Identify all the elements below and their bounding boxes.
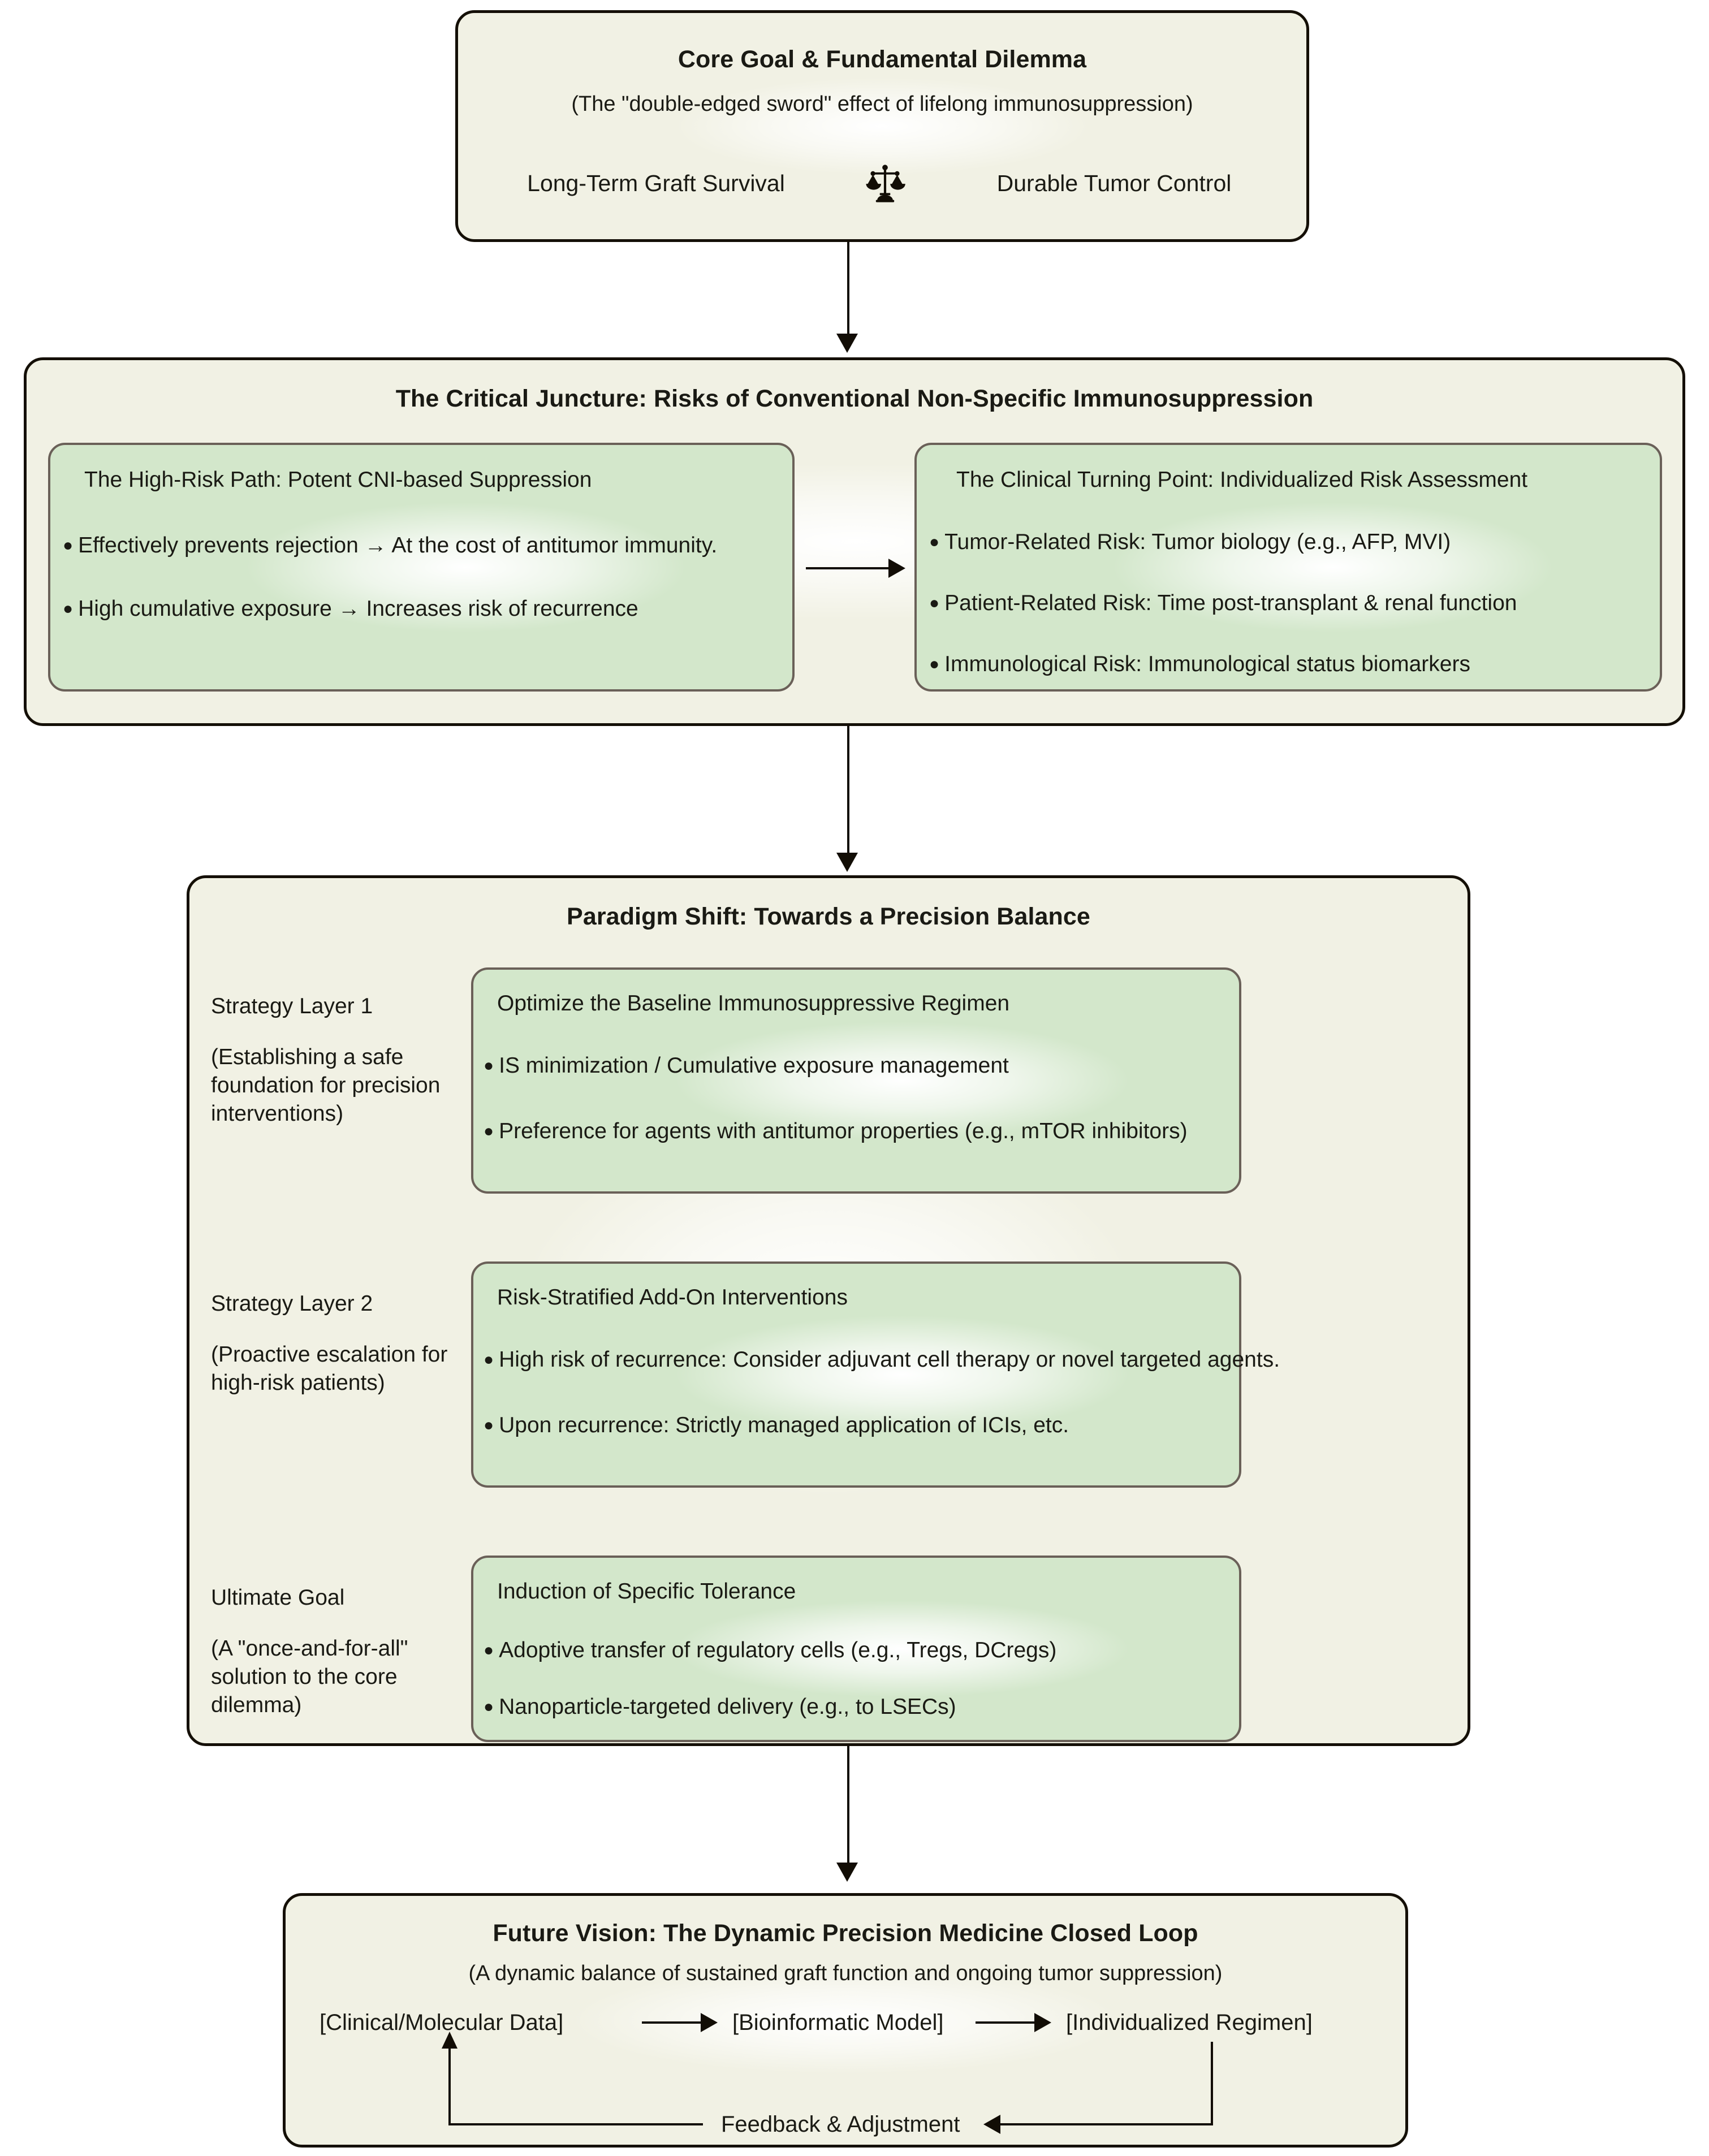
bullet-dot-icon: ● — [484, 1122, 494, 1140]
strategy-layer-1-heading: Strategy Layer 1 — [211, 994, 373, 1018]
ultimate-goal-bullet-2: ●Nanoparticle-targeted delivery (e.g., t… — [484, 1695, 956, 1719]
loop-arrow-1-line — [642, 2021, 704, 2024]
clinical-turning-point-heading: The Clinical Turning Point: Individualiz… — [956, 468, 1528, 492]
bullet-dot-icon: ● — [484, 1697, 494, 1716]
clinical-turning-point-bullet-1: ●Tumor-Related Risk: Tumor biology (e.g.… — [929, 530, 1451, 554]
high-risk-path-bullet-2: ●High cumulative exposure → Increases ri… — [63, 597, 638, 621]
feedback-path-left-vertical — [448, 2047, 451, 2124]
core-goal-box: Core Goal & Fundamental Dilemma (The "do… — [455, 10, 1309, 242]
future-vision-subtitle: (A dynamic balance of sustained graft fu… — [468, 1961, 1223, 1985]
strategy-layer-2-bullet-2: ●Upon recurrence: Strictly managed appli… — [484, 1413, 1069, 1437]
bullet-dot-icon: ● — [484, 1350, 494, 1369]
strategy-layer-1-bullet-1: ●IS minimization / Cumulative exposure m… — [484, 1053, 1009, 1078]
connector-goal-to-juncture — [847, 242, 849, 337]
ultimate-goal-label: Ultimate Goal (A "once-and-for-all" solu… — [211, 1584, 467, 1719]
core-goal-subtitle: (The "double-edged sword" effect of life… — [571, 92, 1193, 116]
strategy-layer-2-note: (Proactive escalation for high-risk pati… — [211, 1342, 448, 1395]
strategy-layer-1-bullet-2: ●Preference for agents with antitumor pr… — [484, 1119, 1188, 1143]
high-risk-path-panel: The High-Risk Path: Potent CNI-based Sup… — [48, 443, 795, 692]
core-goal-title: Core Goal & Fundamental Dilemma — [677, 46, 1087, 73]
connector-paradigm-to-future-arrowhead — [836, 1863, 858, 1882]
loop-arrow-2-line — [976, 2021, 1038, 2024]
core-goal-left-item: Long-Term Graft Survival — [527, 170, 785, 196]
ultimate-goal-heading: Ultimate Goal — [211, 1585, 345, 1610]
clinical-turning-point-panel: The Clinical Turning Point: Individualiz… — [914, 443, 1662, 692]
loop-arrow-2-head — [1034, 2013, 1051, 2032]
ultimate-goal-panel: Induction of Specific Tolerance ●Adoptiv… — [471, 1556, 1241, 1742]
ultimate-goal-panel-heading: Induction of Specific Tolerance — [497, 1579, 796, 1604]
feedback-path-arrowhead-up — [442, 2032, 458, 2049]
bullet-dot-icon: ● — [929, 533, 940, 551]
feedback-path-bottom-left — [448, 2123, 703, 2125]
connector-juncture-to-paradigm-arrowhead — [836, 853, 858, 872]
strategy-layer-2-panel-heading: Risk-Stratified Add-On Interventions — [497, 1285, 848, 1310]
strategy-layer-2-panel: Risk-Stratified Add-On Interventions ●Hi… — [471, 1261, 1280, 1488]
high-risk-path-bullet-1: ●Effectively prevents rejection → At the… — [63, 533, 718, 558]
strategy-layer-1-note: (Establishing a safe foundation for prec… — [211, 1044, 441, 1126]
feedback-adjustment-label: Feedback & Adjustment — [721, 2112, 960, 2137]
connector-juncture-to-paradigm — [847, 726, 849, 856]
connector-paradigm-to-future — [847, 1746, 849, 1866]
core-goal-right-item: Durable Tumor Control — [996, 170, 1232, 196]
bullet-dot-icon: ● — [929, 655, 940, 673]
ultimate-goal-note: (A "once-and-for-all" solution to the co… — [211, 1636, 408, 1717]
loop-node-bioinformatic-model: [Bioinformatic Model] — [732, 2010, 944, 2035]
bullet-dot-icon: ● — [63, 599, 74, 618]
critical-juncture-box: The Critical Juncture: Risks of Conventi… — [24, 357, 1685, 726]
feedback-path-right-vertical — [1211, 2042, 1213, 2125]
ultimate-goal-bullet-1: ●Adoptive transfer of regulatory cells (… — [484, 1638, 1057, 1662]
bullet-dot-icon: ● — [929, 594, 940, 612]
bullet-dot-icon: ● — [484, 1056, 494, 1075]
clinical-turning-point-bullet-3: ●Immunological Risk: Immunological statu… — [929, 652, 1470, 676]
feedback-path-bottom-right — [1000, 2123, 1212, 2125]
strategy-layer-2-heading: Strategy Layer 2 — [211, 1291, 373, 1316]
juncture-panel-connector — [806, 567, 892, 569]
strategy-layer-2-label: Strategy Layer 2 (Proactive escalation f… — [211, 1290, 467, 1397]
strategy-layer-1-label: Strategy Layer 1 (Establishing a safe fo… — [211, 992, 467, 1128]
critical-juncture-title: The Critical Juncture: Risks of Conventi… — [395, 385, 1314, 412]
strategy-layer-2-bullet-1: ●High risk of recurrence: Consider adjuv… — [484, 1347, 1280, 1372]
loop-arrow-1-head — [701, 2013, 718, 2032]
clinical-turning-point-bullet-2: ●Patient-Related Risk: Time post-transpl… — [929, 591, 1517, 615]
feedback-path-arrowhead-left — [983, 2115, 1000, 2134]
paradigm-shift-title: Paradigm Shift: Towards a Precision Bala… — [567, 903, 1090, 930]
future-vision-title: Future Vision: The Dynamic Precision Med… — [493, 1920, 1198, 1947]
paradigm-shift-box: Paradigm Shift: Towards a Precision Bala… — [187, 875, 1470, 1746]
high-risk-path-heading: The High-Risk Path: Potent CNI-based Sup… — [84, 468, 592, 492]
juncture-panel-connector-arrowhead — [888, 559, 905, 578]
connector-goal-to-juncture-arrowhead — [836, 334, 858, 353]
strategy-layer-1-panel: Optimize the Baseline Immunosuppressive … — [471, 967, 1241, 1194]
bullet-dot-icon: ● — [63, 536, 74, 555]
bullet-dot-icon: ● — [484, 1416, 494, 1435]
bullet-dot-icon: ● — [484, 1641, 494, 1660]
loop-node-individualized-regimen: [Individualized Regimen] — [1066, 2010, 1313, 2035]
strategy-layer-1-panel-heading: Optimize the Baseline Immunosuppressive … — [497, 991, 1010, 1016]
balance-scales-icon — [864, 162, 906, 204]
loop-node-clinical-molecular-data: [Clinical/Molecular Data] — [320, 2010, 564, 2035]
future-vision-box: Future Vision: The Dynamic Precision Med… — [283, 1893, 1408, 2148]
